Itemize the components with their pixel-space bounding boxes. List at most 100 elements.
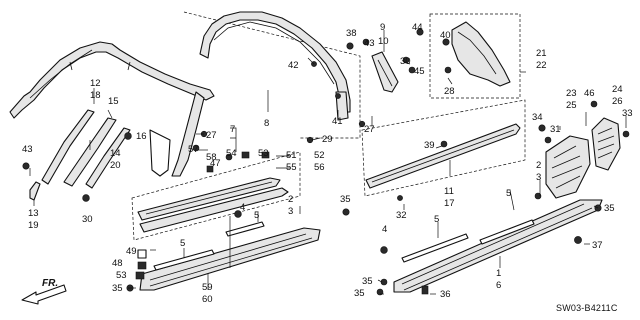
- callout-29: 29: [322, 134, 333, 145]
- callout-4: 4: [240, 202, 245, 213]
- callout-55: 55: [286, 162, 297, 173]
- callout-numbers: 1 2 3 2 3 4 4 5 5 5 5 6 7 8 9 10 11 12 1…: [22, 22, 633, 305]
- callout-14: 14: [110, 148, 121, 159]
- callout-49: 49: [126, 246, 137, 257]
- front-direction-arrow: FR.: [21, 278, 67, 305]
- callout-5: 5: [434, 214, 439, 225]
- callout-22: 22: [536, 60, 547, 71]
- callout-43: 43: [22, 144, 33, 155]
- callout-3: 3: [288, 206, 293, 217]
- callout-5: 5: [254, 210, 259, 221]
- callout-26: 26: [612, 96, 623, 107]
- callout-10: 10: [378, 36, 389, 47]
- callout-17: 17: [444, 198, 455, 209]
- center-roof-arch: [199, 11, 351, 121]
- callout-39: 39: [424, 140, 435, 151]
- callout-43: 43: [364, 38, 375, 49]
- callout-7: 7: [230, 124, 235, 135]
- callout-16: 16: [136, 131, 147, 142]
- callout-35: 35: [362, 276, 373, 287]
- callout-9: 9: [380, 22, 385, 33]
- callout-35: 35: [340, 194, 351, 205]
- callout-18: 18: [90, 90, 101, 101]
- rear-air-outlet-grille: [545, 135, 591, 199]
- callout-33: 33: [622, 108, 633, 119]
- rear-vent-cover: [591, 117, 621, 171]
- callout-27: 27: [364, 124, 375, 135]
- callout-2: 2: [288, 194, 293, 205]
- callout-40: 40: [440, 30, 451, 41]
- quarter-clip-bracket: [371, 51, 399, 93]
- callout-32: 32: [396, 210, 407, 221]
- callout-41: 41: [332, 116, 343, 127]
- callout-56: 56: [314, 162, 325, 173]
- callout-12: 12: [90, 78, 101, 89]
- callout-53: 53: [258, 148, 269, 159]
- callout-1: 1: [496, 268, 501, 279]
- callout-35: 35: [604, 203, 615, 214]
- group-box-front-side-sill: [131, 151, 301, 241]
- callout-53: 53: [116, 270, 127, 281]
- callout-37: 37: [592, 240, 603, 251]
- callout-5: 5: [180, 238, 185, 249]
- rear-sill-garnish: [365, 123, 521, 189]
- front-roof-frame: [9, 41, 215, 177]
- rear-sill-strip-5c: [401, 233, 469, 263]
- callout-42: 42: [288, 60, 299, 71]
- callout-25: 25: [566, 100, 577, 111]
- callout-30: 30: [400, 56, 411, 67]
- group-box-quarter-panel: [429, 13, 521, 99]
- callout-8: 8: [264, 118, 269, 129]
- callout-35: 35: [354, 288, 365, 299]
- rear-sill-strip-5d: [479, 219, 535, 245]
- callout-28: 28: [444, 86, 455, 97]
- pillar-trim-13-19: [29, 181, 41, 201]
- front-sill-garnish-upper: [137, 177, 281, 221]
- callout-31: 31: [550, 124, 561, 135]
- fasteners: [22, 28, 630, 296]
- callout-30: 30: [82, 214, 93, 225]
- callout-59: 59: [202, 282, 213, 293]
- callout-5: 5: [506, 188, 511, 199]
- callout-21: 21: [536, 48, 547, 59]
- callout-54: 54: [226, 148, 237, 159]
- front-sill-strip-5a: [153, 249, 215, 271]
- callout-38: 38: [346, 28, 357, 39]
- callout-19: 19: [28, 220, 39, 231]
- callout-3: 3: [536, 172, 541, 183]
- callout-47: 47: [210, 158, 221, 169]
- callout-23: 23: [566, 88, 577, 99]
- pillar-garnish-14-20: [85, 127, 131, 189]
- callout-6: 6: [496, 280, 501, 291]
- callout-11: 11: [444, 186, 454, 197]
- callout-46: 46: [584, 88, 595, 99]
- callout-13: 13: [28, 208, 39, 219]
- direction-label: FR.: [42, 278, 58, 289]
- group-box-roof-arch: [183, 11, 361, 139]
- callout-44: 44: [412, 22, 423, 33]
- callout-60: 60: [202, 294, 213, 305]
- callout-24: 24: [612, 84, 623, 95]
- quarter-window-trim: [451, 21, 511, 87]
- callout-48: 48: [112, 258, 123, 269]
- leader-lines: [29, 30, 627, 295]
- callout-34: 34: [532, 112, 543, 123]
- callout-58: 58: [206, 152, 217, 163]
- callout-15: 15: [108, 96, 119, 107]
- front-sill-strip-5b: [225, 221, 265, 237]
- callout-57: 57: [188, 144, 199, 155]
- callout-27: 27: [206, 130, 217, 141]
- callout-20: 20: [110, 160, 121, 171]
- callout-45: 45: [414, 66, 425, 77]
- diagram-code: SW03-B4211C: [556, 303, 618, 313]
- callout-35: 35: [112, 283, 123, 294]
- callout-51: 51: [286, 150, 297, 161]
- callout-52: 52: [314, 150, 325, 161]
- callout-4: 4: [382, 224, 387, 235]
- callout-36: 36: [440, 289, 451, 300]
- pillar-garnish-12-18: [41, 109, 95, 185]
- callout-2: 2: [536, 160, 541, 171]
- front-sill-garnish-lower: [139, 187, 289, 233]
- group-box-rear-side-sill: [361, 99, 526, 197]
